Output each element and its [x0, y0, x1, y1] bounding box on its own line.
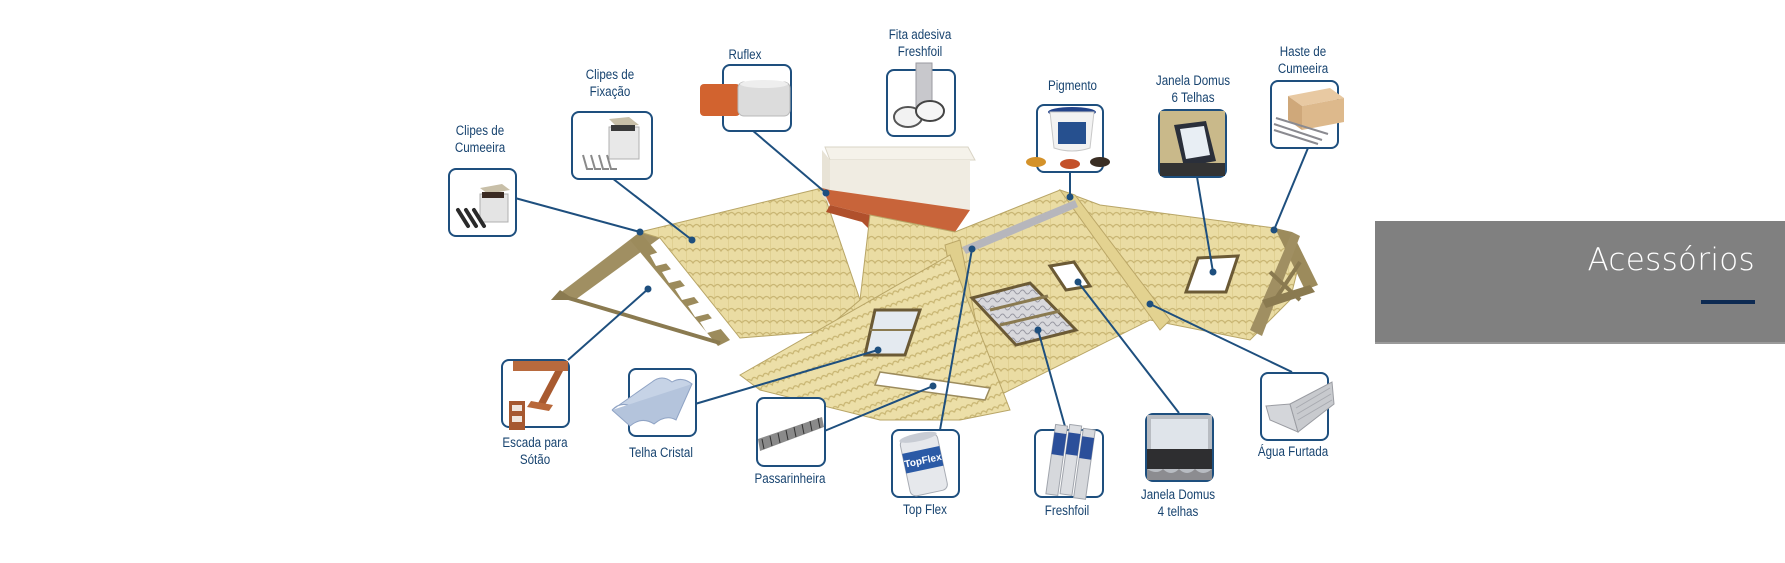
label-line: Fixação [589, 84, 631, 99]
label-escada-sotao: Escada para Sótão [501, 434, 570, 468]
product-card-top-flex[interactable]: TopFlex [891, 429, 960, 498]
label-line: Janela Domus [1155, 73, 1231, 88]
label-passarinheira: Passarinheira [751, 470, 828, 487]
label-agua-furtada: Água Furtada [1254, 443, 1331, 460]
section-banner: Acessórios [1375, 221, 1785, 344]
topflex-roll-icon: TopFlex [899, 431, 948, 497]
label-line: Clipes de [585, 67, 635, 82]
left-gable-frame [551, 232, 730, 346]
label-janela-domus-4: Janela Domus 4 telhas [1137, 486, 1220, 520]
product-card-janela-domus-6[interactable] [1158, 109, 1227, 178]
product-card-telha-cristal[interactable] [611, 368, 697, 437]
label-haste-cumeeira: Haste de Cumeeira [1269, 43, 1338, 77]
clip-box-icon [456, 184, 510, 228]
product-card-pigmento[interactable] [1026, 104, 1110, 173]
product-card-ruflex[interactable] [700, 64, 792, 132]
label-line: Telha Cristal [629, 445, 693, 460]
tape-roll-icon [700, 80, 791, 117]
label-line: Pigmento [1047, 78, 1098, 93]
label-janela-domus-6: Janela Domus 6 Telhas [1152, 72, 1235, 106]
label-line: Cumeeira [1277, 61, 1329, 76]
product-card-agua-furtada[interactable] [1260, 372, 1335, 441]
product-card-haste-cumeeira[interactable] [1270, 80, 1344, 149]
chimney [822, 146, 976, 240]
section-title: Acessórios [1587, 242, 1755, 278]
label-line: Top Flex [903, 502, 947, 517]
product-card-janela-domus-4[interactable] [1145, 413, 1214, 482]
label-freshfoil: Freshfoil [1037, 502, 1097, 519]
label-telha-cristal: Telha Cristal [624, 444, 698, 461]
product-card-clipes-cumeeira[interactable] [448, 168, 517, 237]
clip-box-icon [582, 117, 640, 170]
product-card-escada-sotao[interactable] [501, 359, 570, 430]
right-gable-frame [1250, 228, 1318, 336]
label-line: 4 telhas [1157, 504, 1199, 519]
label-top-flex: Top Flex [895, 501, 955, 518]
label-line: Sótão [519, 452, 551, 467]
foil-rolls-icon [1045, 423, 1096, 500]
label-line: Haste de [1279, 44, 1327, 59]
skylight-icon [1160, 111, 1225, 176]
label-fita-freshfoil: Fita adesiva Freshfoil [884, 26, 956, 60]
callout-dots [636, 189, 1278, 390]
foil-tape-icon [893, 62, 945, 128]
label-line: Cumeeira [454, 140, 506, 155]
label-line: Água Furtada [1257, 444, 1329, 459]
product-card-clipes-fixacao[interactable] [571, 111, 653, 180]
label-line: Escada para [502, 435, 568, 450]
product-card-freshfoil[interactable] [1034, 423, 1104, 500]
skylight-icon [1147, 415, 1212, 480]
label-line: Janela Domus [1140, 487, 1216, 502]
valley-flashing-icon [1265, 381, 1335, 433]
foil-opening [969, 281, 1079, 347]
callout-lines [514, 129, 1309, 433]
bird-stop-icon [758, 417, 824, 451]
attic-ladder-icon [509, 361, 568, 430]
label-ruflex: Ruflex [719, 46, 771, 63]
paint-bucket-icon [1026, 107, 1110, 169]
label-line: Ruflex [728, 47, 762, 62]
label-line: 6 Telhas [1171, 90, 1215, 105]
box-rods-icon [1273, 88, 1344, 145]
label-line: Passarinheira [754, 471, 826, 486]
title-underline [1701, 300, 1755, 304]
label-line: Freshfoil [897, 44, 943, 59]
label-line: Clipes de [455, 123, 505, 138]
label-clipes-cumeeira: Clipes de Cumeeira [446, 122, 515, 156]
label-line: Freshfoil [1044, 503, 1090, 518]
product-card-passarinheira[interactable] [756, 397, 826, 467]
label-clipes-fixacao: Clipes de Fixação [576, 66, 645, 100]
label-line: Fita adesiva [888, 27, 952, 42]
clear-tile-icon [611, 377, 693, 427]
label-pigmento: Pigmento [1040, 77, 1105, 94]
product-card-fita-freshfoil[interactable] [886, 62, 956, 137]
